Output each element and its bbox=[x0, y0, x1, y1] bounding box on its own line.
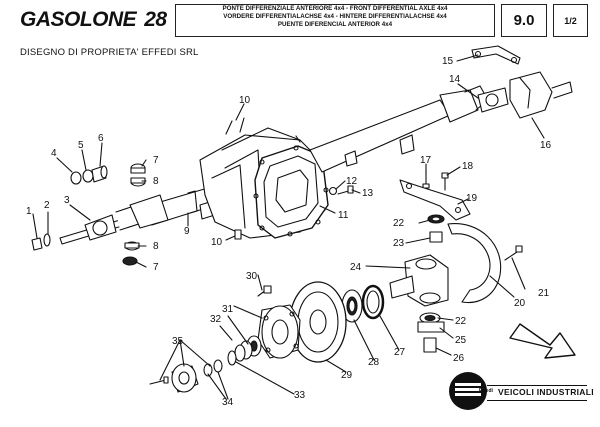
callout-25: 25 bbox=[455, 335, 467, 346]
tie-rod-arm bbox=[399, 179, 471, 221]
brand-name: GASOLONE bbox=[20, 8, 137, 31]
steering-arm bbox=[471, 45, 521, 65]
callout-22-top: 22 bbox=[393, 218, 405, 229]
effedi-logo-icon bbox=[455, 383, 481, 399]
callout-30: 30 bbox=[246, 271, 258, 282]
sheet-number: 1/2 bbox=[564, 15, 577, 26]
callout-11: 11 bbox=[338, 210, 349, 221]
ownership-notice: DISEGNO DI PROPRIETA' EFFEDI SRL bbox=[20, 47, 199, 58]
effedi-logo-circle bbox=[449, 372, 487, 410]
callout-31: 31 bbox=[222, 304, 234, 315]
direction-arrow bbox=[509, 323, 576, 359]
dust-shield bbox=[447, 223, 502, 304]
universal-joint-left bbox=[84, 214, 117, 241]
callout-7-top: 7 bbox=[153, 155, 159, 166]
callout-4: 4 bbox=[51, 148, 57, 159]
callout-10-bottom: 10 bbox=[211, 237, 223, 248]
brand-logo: GASOLONE 28 bbox=[20, 8, 167, 32]
model-number: 28 bbox=[144, 8, 167, 31]
callout-6: 6 bbox=[98, 133, 104, 144]
part-4-seal bbox=[70, 171, 82, 185]
callout-13: 13 bbox=[362, 188, 374, 199]
part-5-bush bbox=[82, 169, 94, 183]
part-1-nut bbox=[31, 237, 43, 251]
logo-band bbox=[487, 385, 587, 401]
callout-16: 16 bbox=[540, 140, 552, 151]
universal-joint-right bbox=[477, 87, 509, 113]
callout-8-top: 8 bbox=[153, 176, 159, 187]
logo-mark-text: Effedi bbox=[479, 388, 493, 394]
callout-1: 1 bbox=[26, 206, 32, 217]
page-number: 9.0 bbox=[513, 12, 535, 29]
callout-18: 18 bbox=[462, 161, 474, 172]
callout-35: 35 bbox=[172, 336, 184, 347]
callout-7-bottom: 7 bbox=[153, 262, 159, 273]
callout-19: 19 bbox=[466, 193, 478, 204]
axle-tube-left-band bbox=[187, 190, 198, 214]
title-line-3: PUENTE DIFERENCIAL ANTERIOR 4x4 bbox=[277, 21, 393, 28]
callout-34: 34 bbox=[222, 397, 234, 408]
title-line-2: VORDERE DIFFERENTIALACHSE 4x4 - HINTERE … bbox=[223, 13, 447, 20]
callout-23: 23 bbox=[393, 238, 405, 249]
callout-15: 15 bbox=[442, 56, 454, 67]
callout-2: 2 bbox=[44, 200, 50, 211]
callout-32: 32 bbox=[210, 314, 222, 325]
differential-cover bbox=[254, 145, 329, 239]
callout-20: 21 bbox=[538, 288, 550, 299]
sheet-number-box: 1/2 bbox=[553, 4, 588, 37]
callout-5: 5 bbox=[78, 140, 84, 151]
callout-17: 17 bbox=[420, 155, 432, 166]
title-box: PONTE DIFFERENZIALE ANTERIORE 4x4 - FRON… bbox=[175, 4, 495, 37]
callout-3: 3 bbox=[64, 195, 70, 206]
page-number-box: 9.0 bbox=[501, 4, 547, 37]
callout-28: 28 bbox=[368, 357, 380, 368]
callout-8-bottom: 8 bbox=[153, 241, 159, 252]
callout-10-top: 10 bbox=[239, 95, 251, 106]
callout-22-bottom: 22 bbox=[455, 316, 467, 327]
callout-12: 12 bbox=[346, 176, 358, 187]
callout-29: 29 bbox=[341, 370, 353, 381]
callout-27: 27 bbox=[394, 347, 406, 358]
steering-knuckle-right bbox=[509, 71, 553, 119]
title-line-1: PONTE DIFFERENZIALE ANTERIORE 4x4 - FRON… bbox=[222, 5, 448, 12]
callout-24: 24 bbox=[350, 262, 362, 273]
callout-14: 14 bbox=[449, 74, 461, 85]
company-name: VEICOLI INDUSTRIALI bbox=[498, 387, 594, 397]
header: GASOLONE 28 PONTE DIFFERENZIALE ANTERIORE… bbox=[0, 0, 600, 40]
callout-33: 33 bbox=[294, 390, 306, 401]
callout-26: 26 bbox=[453, 353, 465, 364]
steering-knuckle bbox=[404, 254, 449, 307]
callout-21: 20 bbox=[514, 298, 526, 309]
callout-9: 9 bbox=[184, 226, 190, 237]
